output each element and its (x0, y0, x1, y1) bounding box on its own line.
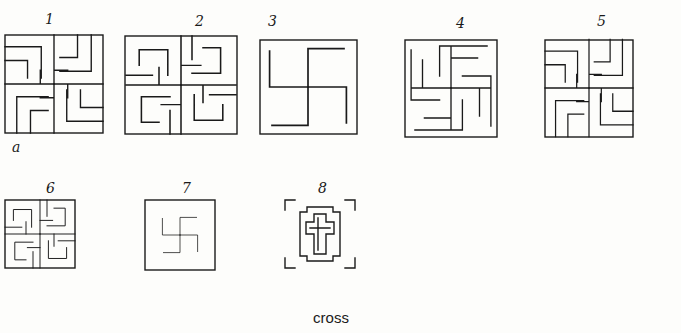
pattern-8-cross (285, 200, 355, 268)
figure-number: 4 (456, 16, 465, 30)
figure-number: 2 (195, 14, 204, 28)
pattern-2 (125, 36, 237, 134)
figure-number: 3 (268, 14, 277, 28)
figure-number: 7 (182, 181, 191, 195)
pattern-1 (5, 35, 103, 133)
figure-number: a (12, 140, 20, 154)
pattern-5 (545, 40, 633, 138)
pattern-4 (405, 40, 497, 137)
figure-number: 8 (318, 181, 327, 195)
pattern-3 (260, 40, 357, 134)
pattern-6 (5, 200, 75, 268)
pattern-7 (145, 200, 215, 270)
figure-number: 6 (46, 181, 55, 195)
figure-number: 5 (597, 14, 606, 28)
caption: cross (313, 310, 349, 325)
figure-number: 1 (45, 12, 54, 26)
